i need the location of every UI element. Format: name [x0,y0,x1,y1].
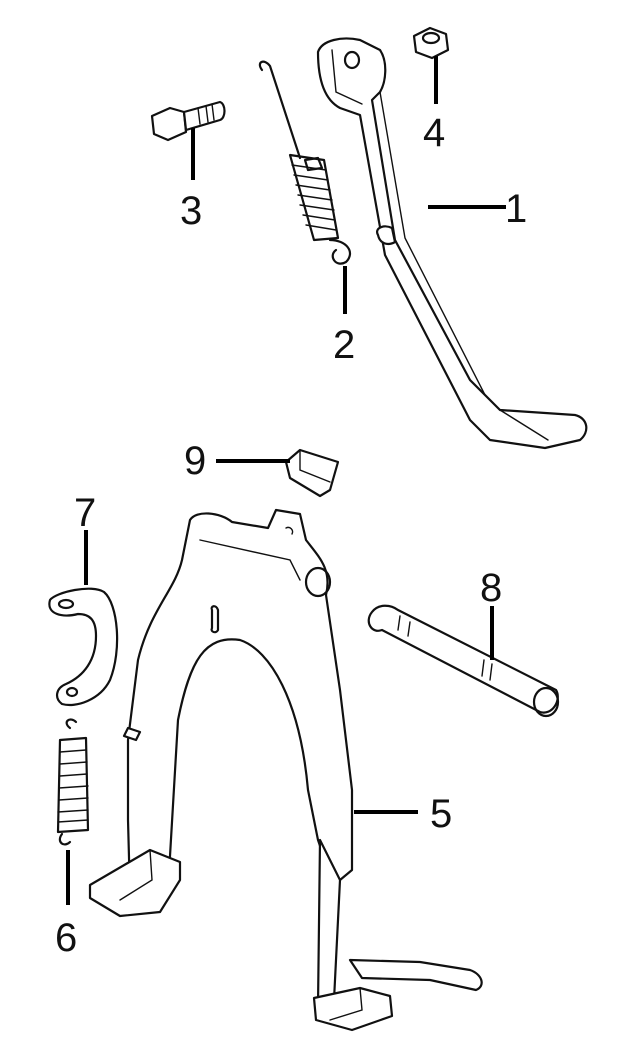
bolt [150,100,226,142]
callout-3: 3 [180,189,202,233]
side-stand [316,37,588,450]
callout-5: 5 [430,792,452,836]
spring-lower [56,718,90,846]
callout-2: 2 [333,323,355,367]
curved-plate [48,587,119,707]
callout-1: 1 [505,187,527,231]
callout-4: 4 [423,111,445,155]
pivot-shaft [367,604,560,718]
callout-8: 8 [480,566,502,610]
nut [412,26,450,60]
spring-upper [258,60,352,265]
bracket-clip [284,448,340,498]
main-stand [88,508,483,1032]
callout-7: 7 [74,491,96,535]
callout-6: 6 [55,916,77,960]
callout-9: 9 [184,439,206,483]
